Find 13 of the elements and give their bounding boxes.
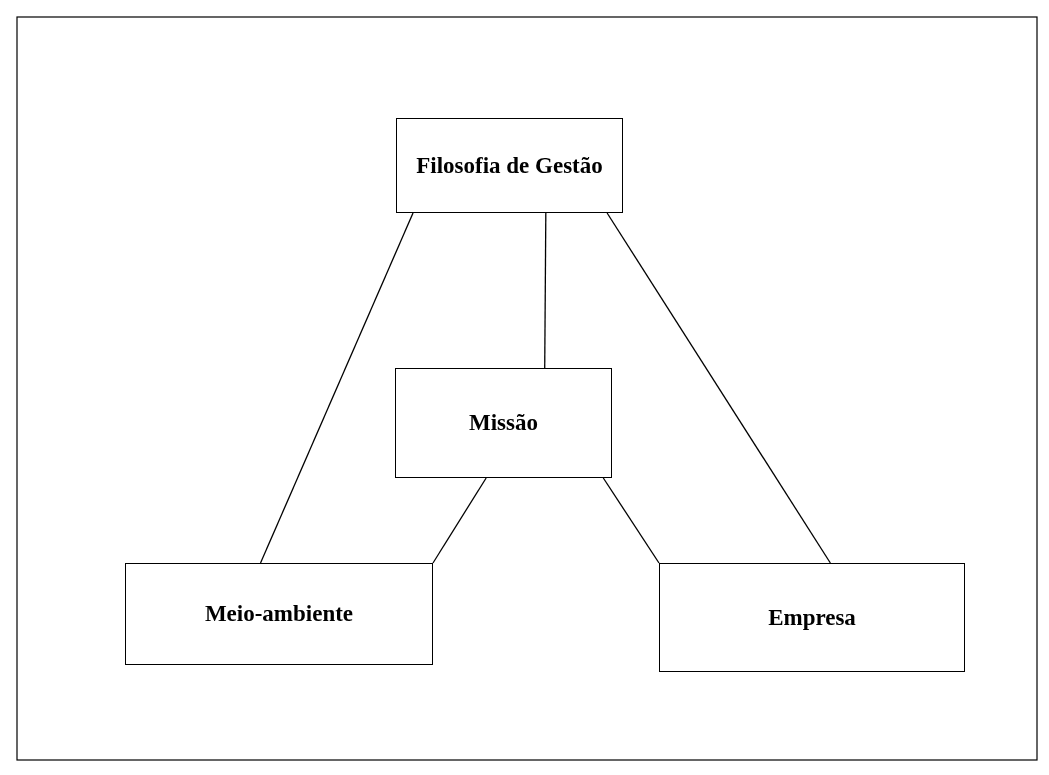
process-box <box>125 563 433 665</box>
box-label: Meio-ambiente <box>204 601 354 627</box>
box-label: Filosofia de Gestão <box>416 152 603 179</box>
process-box <box>395 368 612 478</box>
process-box <box>659 563 965 672</box>
connector-line <box>432 477 487 564</box>
connector-line <box>259 212 414 564</box>
process-box <box>396 118 623 213</box>
connector-line <box>606 212 831 564</box>
box-label: Missão <box>469 410 538 436</box>
connector-line <box>544 212 547 369</box>
connector-line <box>602 477 660 564</box>
box-label: Empresa <box>768 604 856 631</box>
